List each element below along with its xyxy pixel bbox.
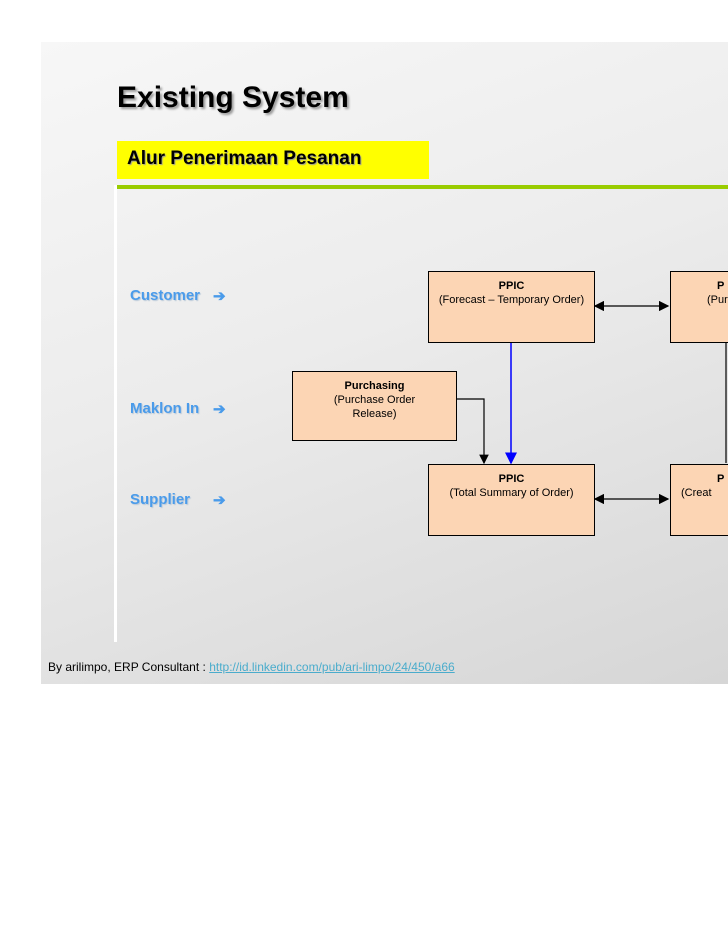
slide-title: Existing System xyxy=(117,81,349,114)
arrow-right-icon: ➔ xyxy=(213,492,226,509)
accent-line-vertical xyxy=(114,185,117,642)
slide-subtitle: Alur Penerimaan Pesanan xyxy=(127,148,362,169)
footer-credit: By arilimpo, ERP Consultant : http://id.… xyxy=(48,660,455,674)
box-right-top: P (Pur xyxy=(670,271,728,343)
box-right-bottom: P (Creat xyxy=(670,464,728,536)
box-description: (Pur xyxy=(707,294,728,306)
box-description: (Total Summary of Order) xyxy=(449,487,574,499)
box-title: PPIC xyxy=(498,280,525,292)
source-customer: Customer xyxy=(130,287,201,304)
box-title: P xyxy=(717,473,725,485)
subtitle-highlight xyxy=(117,141,429,179)
footer-text: By arilimpo, ERP Consultant : xyxy=(48,660,210,674)
box-title: PPIC xyxy=(498,473,525,485)
source-maklon-in: Maklon In xyxy=(130,400,200,417)
slide-background xyxy=(41,42,728,684)
accent-line-horizontal xyxy=(115,185,728,189)
box-ppic-summary: PPIC (Total Summary of Order) xyxy=(428,464,595,536)
box-title: P xyxy=(717,280,725,292)
arrow-right-icon: ➔ xyxy=(213,288,226,305)
box-ppic-forecast: PPIC (Forecast – Temporary Order) xyxy=(428,271,595,343)
box-title: Purchasing xyxy=(344,380,405,392)
box-description: (Creat xyxy=(681,487,712,499)
arrow-right-icon: ➔ xyxy=(213,401,226,418)
box-purchasing: Purchasing (Purchase Order Release) xyxy=(292,371,457,441)
source-supplier: Supplier xyxy=(130,491,191,508)
box-description: (Forecast – Temporary Order) xyxy=(438,294,585,306)
box-description: (Purchase Order Release) xyxy=(333,394,416,420)
footer-link[interactable]: http://id.linkedin.com/pub/ari-limpo/24/… xyxy=(209,660,455,674)
